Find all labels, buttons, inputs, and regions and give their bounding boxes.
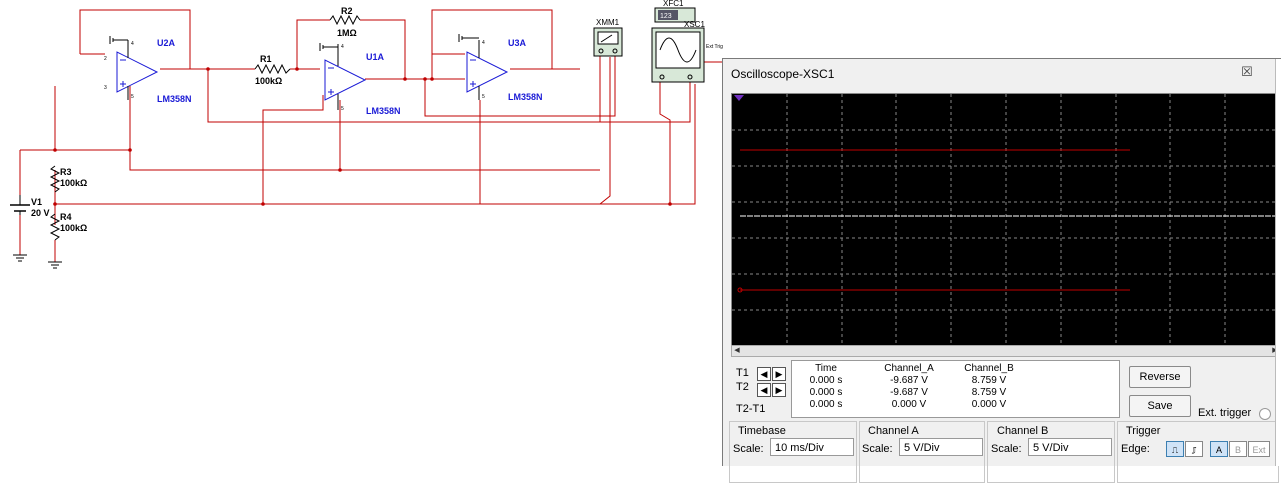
svg-text:R3: R3	[60, 167, 72, 177]
svg-text:4: 4	[482, 40, 485, 46]
wires	[19, 9, 722, 262]
scroll-right-icon[interactable]: ▶	[1270, 346, 1280, 356]
horizontal-scrollbar[interactable]: ◀ ▶	[731, 345, 1281, 357]
multimeter-xmm1[interactable]: XMM1	[593, 18, 623, 57]
svg-text:R2: R2	[341, 6, 353, 16]
svg-text:4: 4	[341, 44, 344, 50]
svg-text:100kΩ: 100kΩ	[60, 178, 87, 188]
svg-text:100kΩ: 100kΩ	[60, 223, 87, 233]
t1-label: T1	[736, 367, 749, 379]
u2a-part: LM358N	[157, 94, 192, 104]
screen-grid	[732, 94, 1280, 346]
channel-a-title: Channel A	[868, 425, 919, 437]
rising-edge-icon[interactable]: ⎍	[1166, 441, 1184, 457]
scroll-left-icon[interactable]: ◀	[734, 347, 740, 354]
t1-left-arrow-icon[interactable]: ◀	[757, 367, 771, 381]
header-channel-a: Channel_A	[884, 363, 934, 374]
opamp-u3a[interactable]: U3A LM358N 4 5	[458, 34, 543, 102]
save-button[interactable]: Save	[1129, 395, 1191, 417]
u3a-part: LM358N	[508, 92, 543, 102]
svg-text:123: 123	[660, 13, 672, 20]
trigger-source-ext-button[interactable]: Ext	[1248, 441, 1270, 457]
circuit-schematic: U2A LM358N 2 3 4 5 U1A LM358N 4 5 U3A LM…	[10, 0, 723, 269]
window-edge	[1275, 59, 1281, 466]
svg-text:4: 4	[131, 41, 134, 47]
channel-b-scale-input[interactable]: 5 V/Div	[1028, 438, 1112, 456]
ground-icon	[13, 254, 62, 269]
channel-a-scale-label: Scale:	[862, 443, 893, 455]
svg-text:3: 3	[104, 85, 107, 91]
trigger-title: Trigger	[1126, 425, 1161, 437]
ext-trigger-radio[interactable]	[1259, 408, 1271, 420]
header-time: Time	[815, 363, 837, 374]
channel-b-title: Channel B	[997, 425, 1049, 437]
svg-text:20 V: 20 V	[31, 208, 50, 218]
trigger-marker-icon[interactable]	[734, 95, 744, 101]
t2-label: T2	[736, 381, 749, 393]
t2-t1-label: T2-T1	[736, 403, 766, 415]
window-title: Oscilloscope-XSC1	[731, 67, 835, 81]
svg-text:2: 2	[104, 56, 107, 62]
falling-edge-icon[interactable]: ⎎	[1185, 441, 1203, 457]
opamp-u2a[interactable]: U2A LM358N 2 3 4 5	[104, 36, 192, 104]
channel-b-scale-label: Scale:	[991, 443, 1022, 455]
svg-text:1MΩ: 1MΩ	[337, 28, 357, 38]
resistor-r4[interactable]: R4 100kΩ	[49, 212, 87, 241]
battery-v1[interactable]: V1 20 V	[10, 195, 50, 218]
svg-text:XFC1: XFC1	[663, 0, 684, 8]
timebase-title: Timebase	[738, 425, 786, 437]
svg-text:5: 5	[341, 106, 344, 112]
frequency-counter-xfc1[interactable]: XFC1 123	[654, 0, 696, 23]
svg-text:R4: R4	[60, 212, 72, 222]
trigger-source-a-button[interactable]: A	[1210, 441, 1228, 457]
resistor-r3[interactable]: R3 100kΩ	[49, 165, 87, 193]
svg-text:100kΩ: 100kΩ	[255, 76, 282, 86]
opamp-u1a[interactable]: U1A LM358N 4 5	[319, 43, 401, 116]
u3a-label: U3A	[508, 38, 527, 48]
t2-left-arrow-icon[interactable]: ◀	[757, 383, 771, 397]
svg-text:R1: R1	[260, 54, 272, 64]
trace-marker	[737, 287, 743, 293]
svg-text:XSC1: XSC1	[684, 20, 705, 29]
close-icon[interactable]: ☒	[1241, 64, 1253, 79]
header-channel-b: Channel_B	[964, 363, 1014, 374]
timebase-scale-label: Scale:	[733, 443, 764, 455]
oscilloscope-xsc1-symbol[interactable]: XSC1 Ext Trig	[651, 20, 723, 83]
edge-label: Edge:	[1121, 443, 1150, 455]
reverse-button[interactable]: Reverse	[1129, 366, 1191, 388]
svg-text:XMM1: XMM1	[596, 18, 620, 27]
t1-right-arrow-icon[interactable]: ▶	[772, 367, 786, 381]
trigger-source-b-button[interactable]: B	[1229, 441, 1247, 457]
svg-text:Ext Trig: Ext Trig	[706, 44, 723, 50]
measurement-readout: Time 0.000 s 0.000 s 0.000 s Channel_A -…	[791, 360, 1120, 418]
svg-text:V1: V1	[31, 197, 42, 207]
ext-trigger-label: Ext. trigger	[1198, 407, 1252, 419]
u1a-label: U1A	[366, 52, 385, 62]
channel-a-scale-input[interactable]: 5 V/Div	[899, 438, 983, 456]
svg-text:5: 5	[482, 94, 485, 100]
oscilloscope-window[interactable]: Oscilloscope-XSC1 ☒ ◀ ▶ T1 T2 T2-T1 ◀ ▶ …	[722, 58, 1281, 483]
scope-screen[interactable]	[731, 93, 1281, 347]
timebase-scale-input[interactable]: 10 ms/Div	[770, 438, 854, 456]
u1a-part: LM358N	[366, 106, 401, 116]
svg-text:5: 5	[131, 94, 134, 100]
resistor-r2[interactable]: R2 1MΩ	[329, 6, 361, 38]
u2a-label: U2A	[157, 38, 176, 48]
t2-right-arrow-icon[interactable]: ▶	[772, 383, 786, 397]
junctions	[53, 67, 672, 206]
resistor-r1[interactable]: R1 100kΩ	[254, 54, 291, 86]
